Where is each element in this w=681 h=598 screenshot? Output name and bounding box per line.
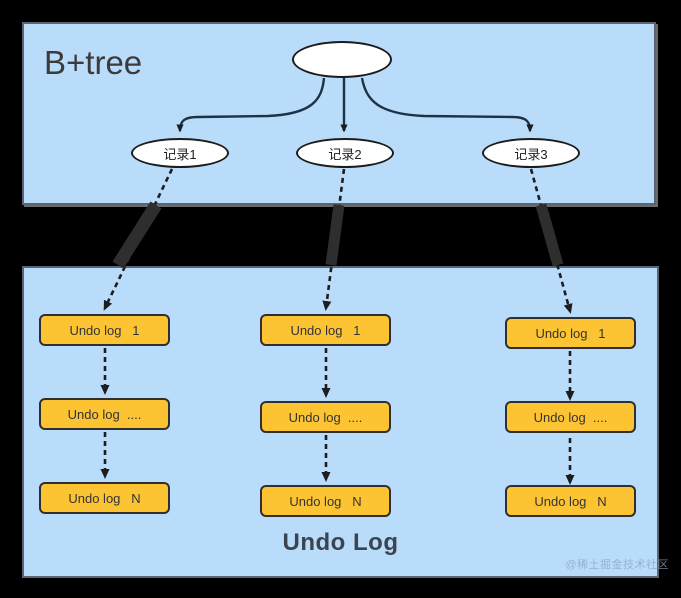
undo-log-box-c1-r2[interactable]: Undo log .... — [39, 398, 170, 430]
btree-record-node-3[interactable]: 记录3 — [482, 138, 580, 168]
mask-right — [659, 0, 681, 598]
undo-log-box-c2-r1[interactable]: Undo log 1 — [260, 314, 391, 346]
gap-segment-c1 — [112, 201, 162, 269]
btree-record-node-2[interactable]: 记录2 — [296, 138, 394, 168]
undo-log-box-c2-r2[interactable]: Undo log .... — [260, 401, 391, 433]
gap-segment-c3 — [535, 203, 564, 267]
undo-log-box-c1-r3[interactable]: Undo log N — [39, 482, 170, 514]
btree-title: B+tree — [44, 44, 143, 81]
undo-log-box-c1-r1[interactable]: Undo log 1 — [39, 314, 170, 346]
undo-log-box-c3-r1[interactable]: Undo log 1 — [505, 317, 636, 349]
undo-log-title: Undo Log — [282, 529, 399, 556]
btree-record-node-1[interactable]: 记录1 — [131, 138, 229, 168]
undo-log-box-c3-r3[interactable]: Undo log N — [505, 485, 636, 517]
mask-bottom — [0, 578, 681, 598]
mask-left — [0, 0, 22, 598]
mask-top — [0, 0, 681, 22]
gap-segment-c2 — [325, 204, 345, 266]
undo-log-box-c3-r2[interactable]: Undo log .... — [505, 401, 636, 433]
undo-log-box-c2-r3[interactable]: Undo log N — [260, 485, 391, 517]
btree-root-node[interactable] — [292, 41, 392, 78]
watermark-text: @稀土掘金技术社区 — [565, 559, 669, 571]
